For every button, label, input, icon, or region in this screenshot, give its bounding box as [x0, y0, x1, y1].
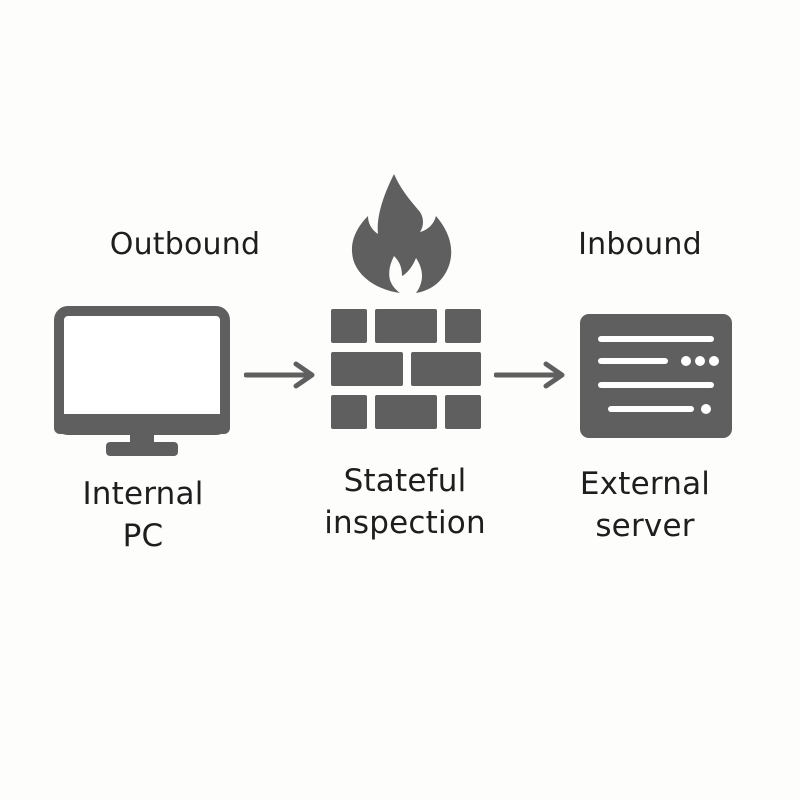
arrow-right-icon [244, 361, 318, 389]
monitor-icon [54, 306, 230, 458]
inbound-label: Inbound [578, 227, 702, 262]
external-server-label: External server [579, 466, 711, 544]
arrow-right-icon [494, 361, 568, 389]
stateful-inspection-label: Stateful inspection [324, 463, 486, 541]
server-icon [580, 314, 732, 438]
internal-pc-label: Internal PC [82, 476, 204, 554]
firewall-brick-wall-icon [331, 309, 481, 431]
flame-icon [350, 172, 454, 294]
outbound-label: Outbound [109, 227, 261, 262]
